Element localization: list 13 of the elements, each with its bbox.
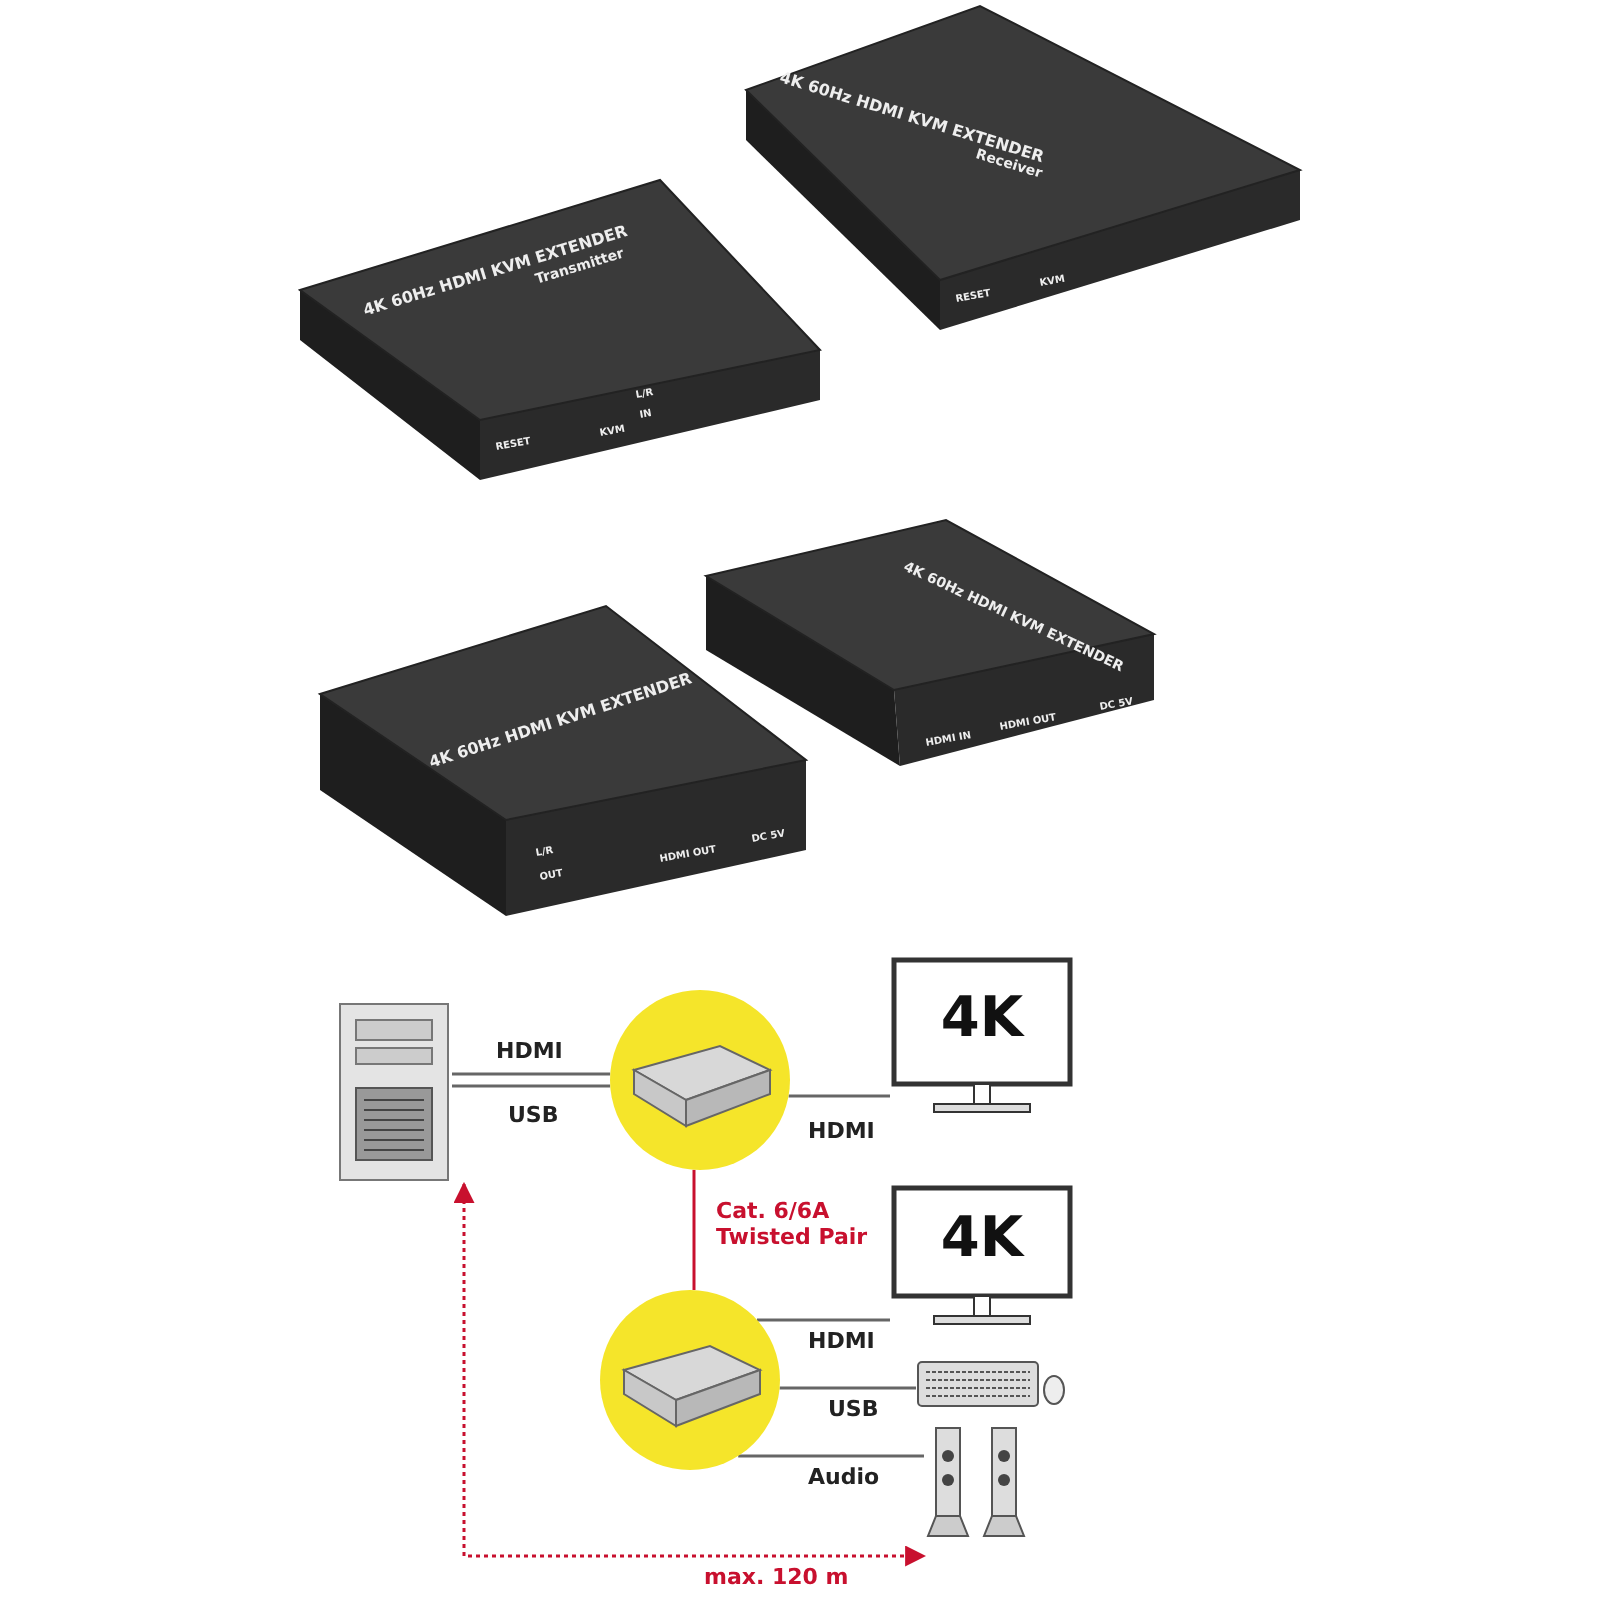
screen-text: 4K [938,1210,1027,1266]
connection-line [452,1084,611,1088]
connection-line [788,1094,890,1098]
monitor [890,956,1074,1116]
computer-tower-picture [336,1000,452,1184]
connection-line [779,1386,916,1390]
screen-text: 4K [938,990,1027,1046]
connection-line [757,1318,890,1322]
cable-line [692,1169,696,1290]
connection-line [452,1072,611,1076]
monitor [890,1184,1074,1328]
connection-line [738,1454,924,1458]
cable-line [453,1181,927,1567]
